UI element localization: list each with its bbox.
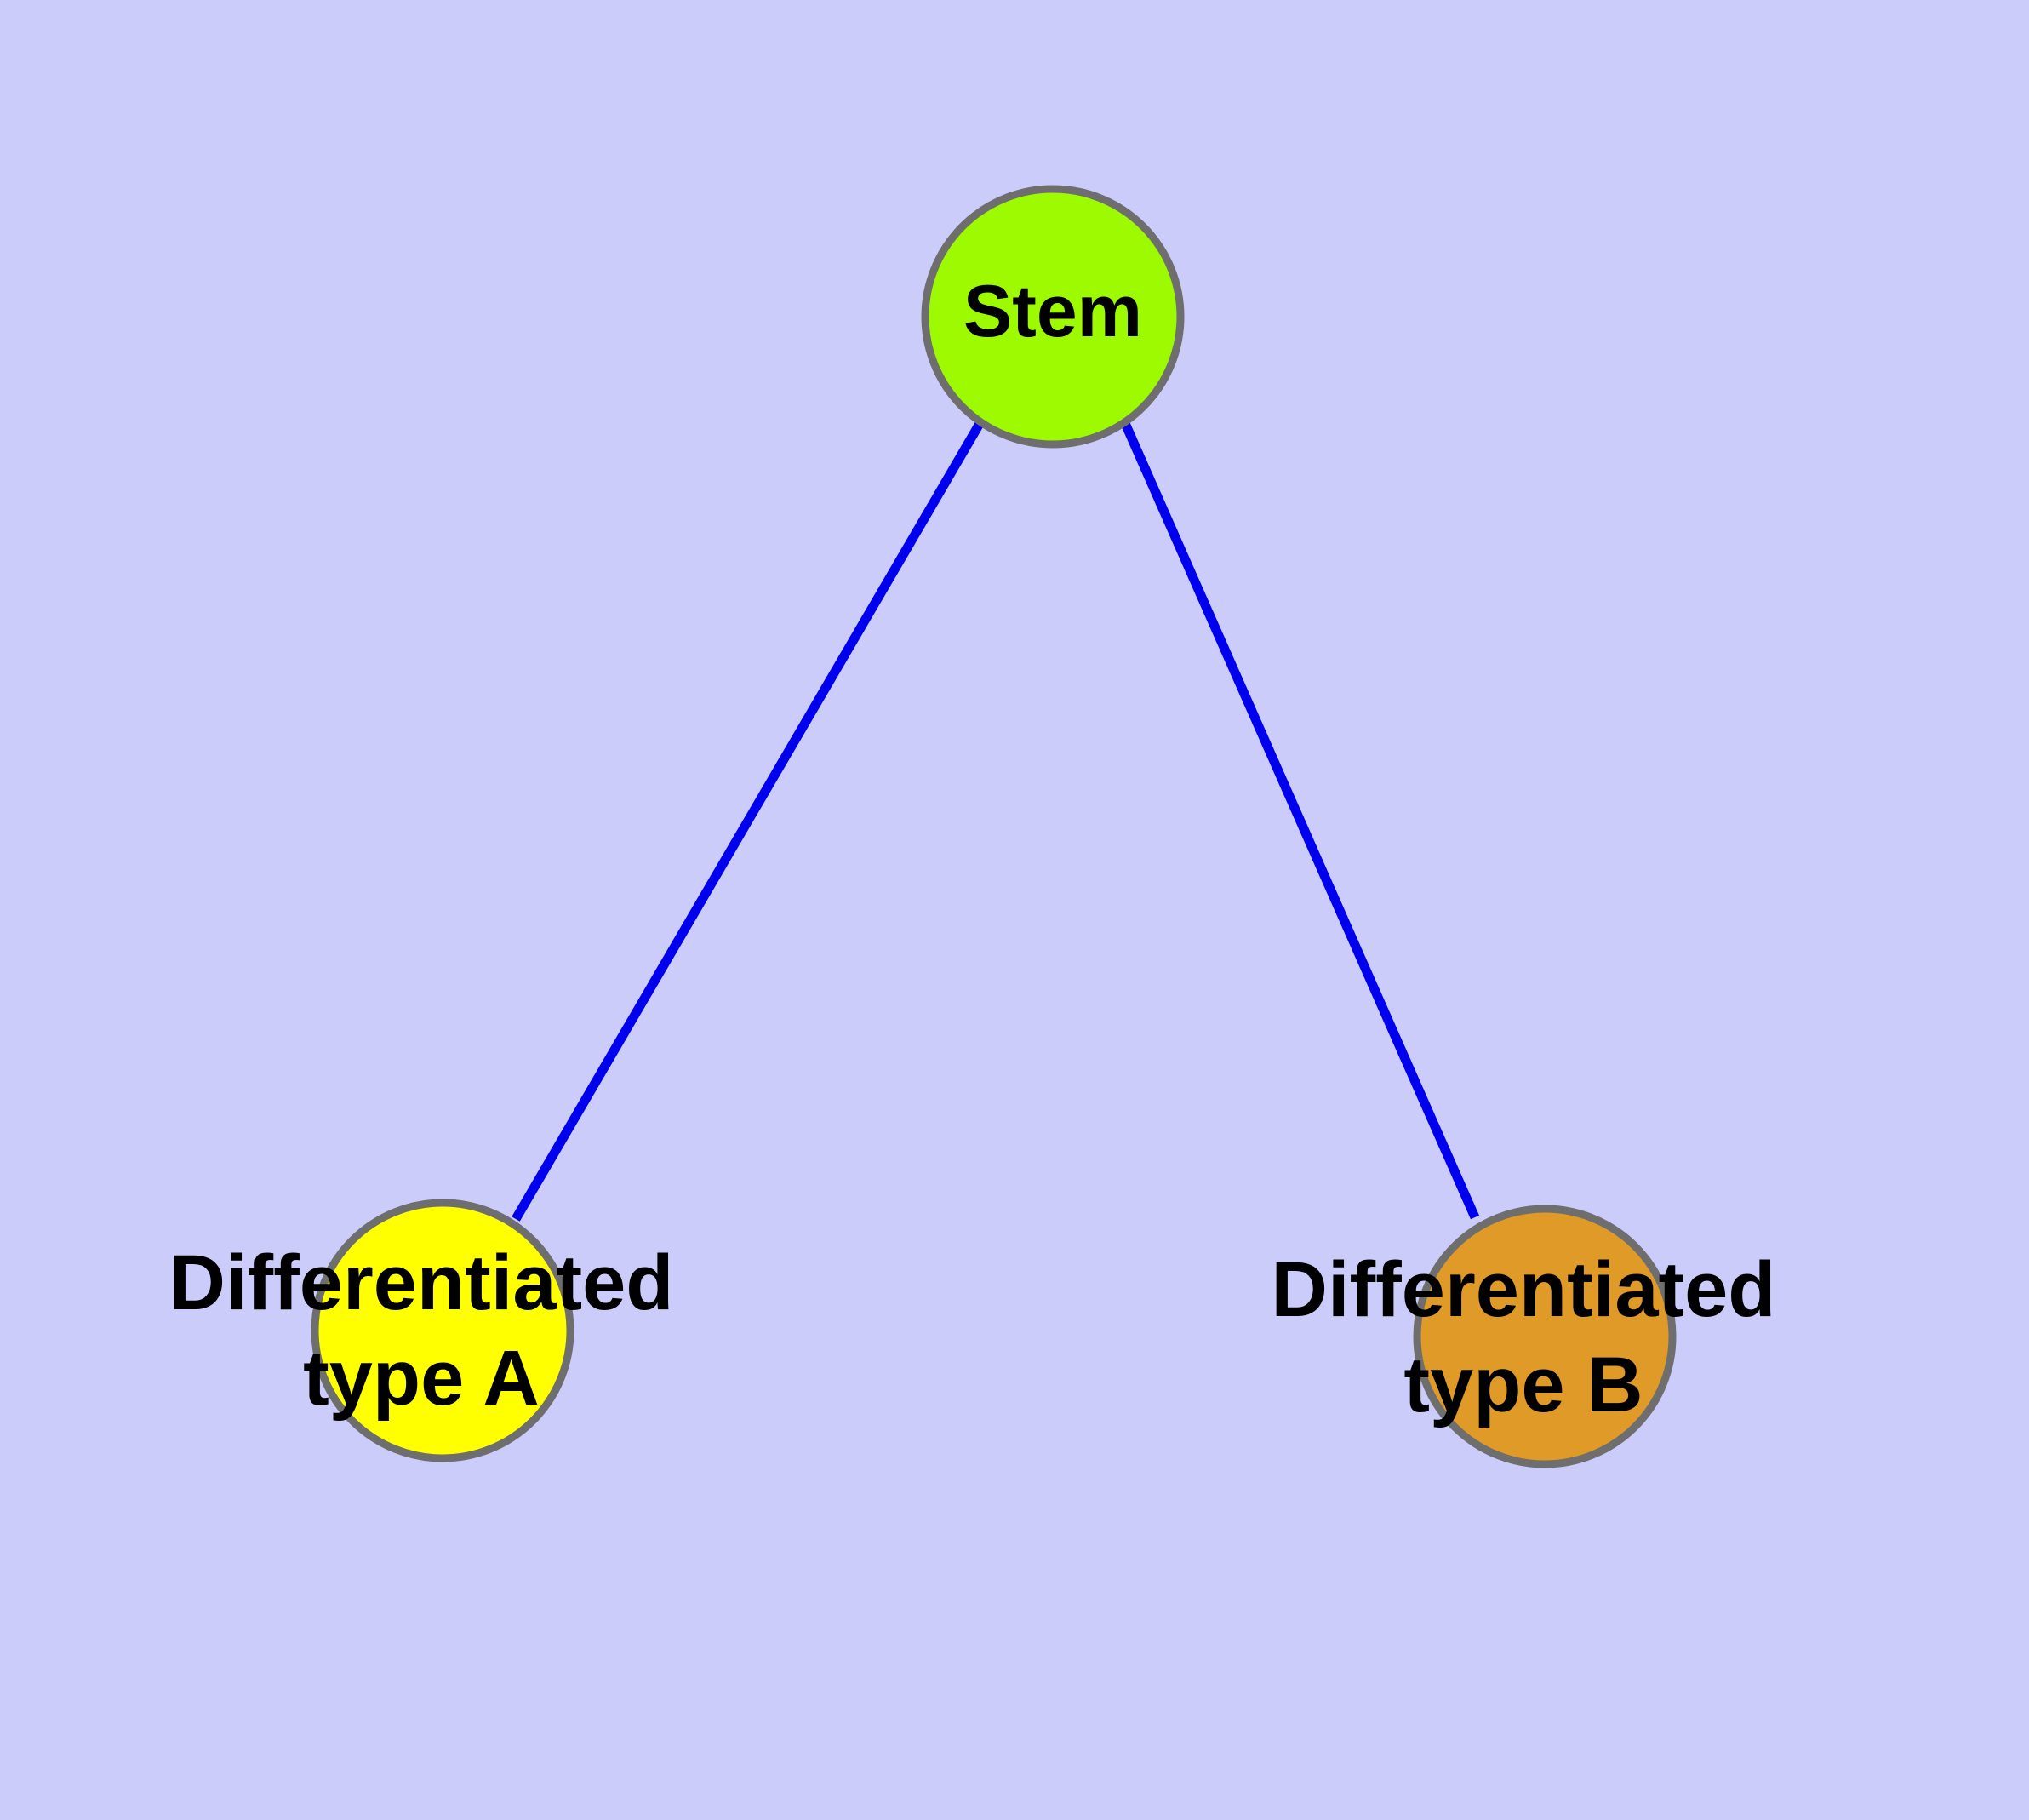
node-label-line: type B <box>1403 1342 1643 1428</box>
node-label-diff-b: Differentiated type B <box>1272 1246 1776 1428</box>
edge-stem-to-diff-b[interactable] <box>1119 419 1480 1220</box>
node-diff-b[interactable] <box>1413 1205 1677 1468</box>
edge-stem-to-diff-a[interactable] <box>512 420 985 1222</box>
node-label-line: Differentiated <box>169 1239 674 1326</box>
node-label-stem: Stem <box>963 271 1142 352</box>
node-label-line: Differentiated <box>1272 1246 1776 1333</box>
node-diff-a[interactable] <box>311 1199 574 1462</box>
node-label-diff-a: Differentiated type A <box>169 1239 674 1422</box>
node-label-line: type A <box>303 1335 540 1422</box>
edges-layer <box>512 419 1480 1222</box>
node-label-line: Stem <box>963 271 1142 352</box>
nodes-layer <box>311 185 1677 1468</box>
node-stem[interactable] <box>921 185 1185 449</box>
